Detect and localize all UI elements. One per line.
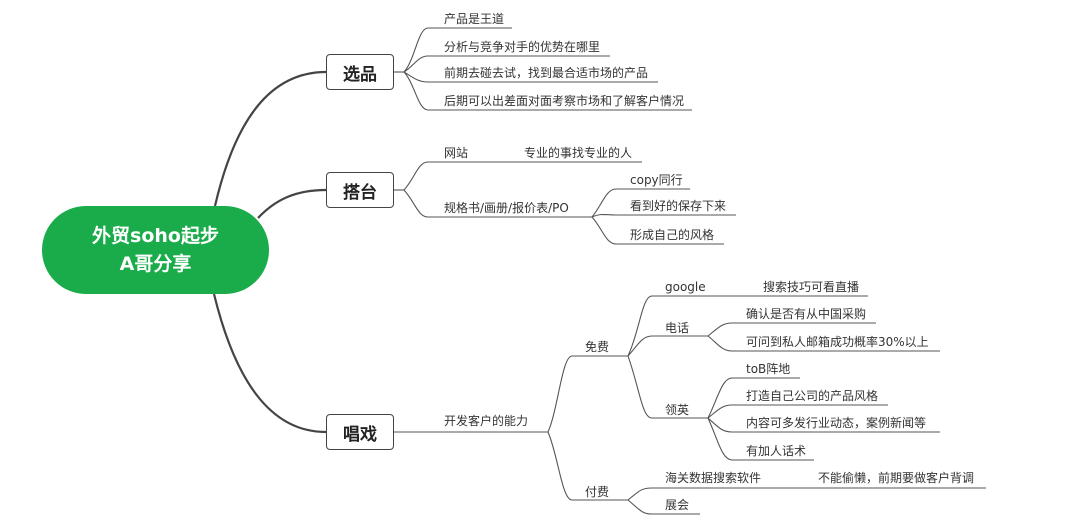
- linkedin-item[interactable]: toB阵地: [746, 362, 791, 376]
- paid-customs[interactable]: 海关数据搜索软件: [665, 471, 762, 485]
- ability-paid[interactable]: 付费: [585, 485, 610, 499]
- datai-website[interactable]: 网站: [444, 146, 469, 160]
- node-datai[interactable]: 搭台: [326, 172, 394, 208]
- paid-customs-note[interactable]: 不能偷懒，前期要做客户背调: [818, 471, 975, 485]
- phone-item[interactable]: 可问到私人邮箱成功概率30%以上: [746, 335, 929, 349]
- paid-expo[interactable]: 展会: [665, 498, 690, 512]
- xuanpin-item[interactable]: 后期可以出差面对面考察市场和了解客户情况: [444, 94, 685, 108]
- node-xuanpin[interactable]: 选品: [326, 54, 394, 90]
- ability-free[interactable]: 免费: [585, 340, 610, 354]
- free-phone[interactable]: 电话: [665, 321, 690, 335]
- root-node[interactable]: 外贸soho起步 A哥分享: [42, 206, 269, 294]
- node-xuanpin-label: 选品: [343, 64, 377, 85]
- linkedin-item[interactable]: 打造自己公司的产品风格: [746, 389, 879, 403]
- link-root-changxi: [212, 293, 327, 434]
- node-changxi[interactable]: 唱戏: [326, 414, 394, 450]
- xuanpin-item[interactable]: 产品是王道: [444, 12, 505, 26]
- xuanpin-item[interactable]: 前期去碰去试，找到最合适市场的产品: [444, 66, 649, 80]
- root-title-line2: A哥分享: [119, 253, 192, 275]
- datai-docs-item[interactable]: 看到好的保存下来: [630, 199, 727, 213]
- free-google[interactable]: google: [665, 280, 706, 294]
- free-linkedin[interactable]: 领英: [665, 403, 690, 417]
- node-changxi-label: 唱戏: [343, 424, 377, 445]
- xuanpin-item[interactable]: 分析与竞争对手的优势在哪里: [444, 40, 601, 54]
- datai-docs[interactable]: 规格书/画册/报价表/PO: [444, 201, 569, 215]
- linkedin-item[interactable]: 内容可多发行业动态，案例新闻等: [746, 416, 927, 430]
- root-title-line1: 外贸soho起步: [92, 225, 219, 247]
- datai-website-note[interactable]: 专业的事找专业的人: [524, 146, 633, 160]
- link-root-xuanpin: [213, 70, 327, 207]
- datai-docs-item[interactable]: 形成自己的风格: [630, 228, 715, 242]
- changxi-ability[interactable]: 开发客户的能力: [444, 414, 529, 428]
- datai-docs-item[interactable]: copy同行: [630, 173, 683, 187]
- phone-item[interactable]: 确认是否有从中国采购: [746, 307, 867, 321]
- linkedin-item[interactable]: 有加人话术: [746, 444, 807, 458]
- free-google-note[interactable]: 搜索技巧可看直播: [763, 280, 860, 294]
- node-datai-label: 搭台: [343, 182, 377, 203]
- link-root-datai: [257, 188, 327, 219]
